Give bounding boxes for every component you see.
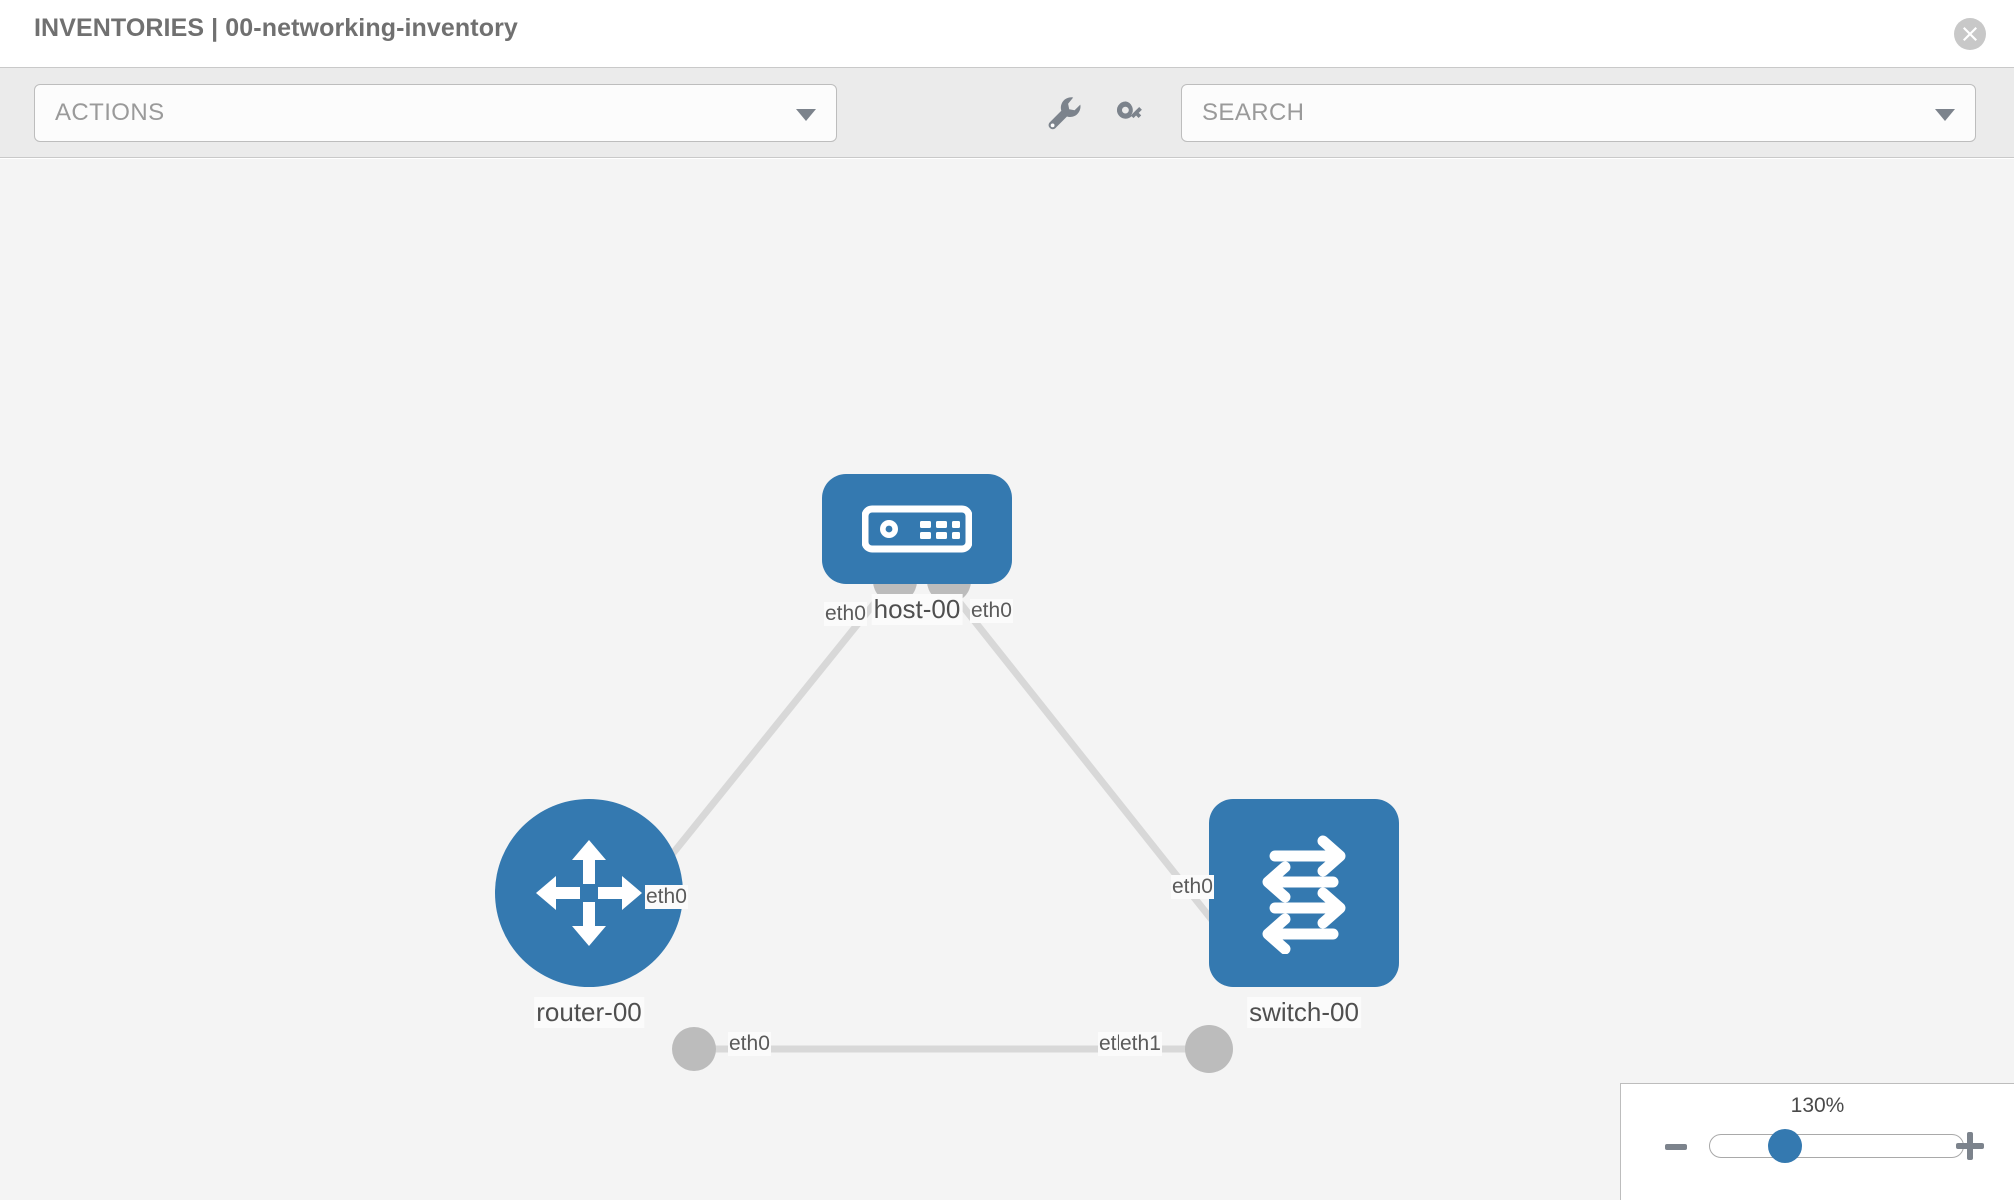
node-switch-00-shape[interactable] (1209, 799, 1399, 987)
node-router-00-label: router-00 (534, 997, 644, 1028)
search-input[interactable]: SEARCH (1181, 84, 1976, 142)
connector-switch-left (1185, 1025, 1233, 1073)
edge-label-switch-router-eth1: eth1 (1119, 1032, 1162, 1056)
minus-icon[interactable] (1665, 1144, 1687, 1150)
router-icon (536, 840, 642, 946)
topology-canvas[interactable]: host-00 router-00 (0, 159, 2014, 1200)
edge-label-router-switch: eth0 (728, 1032, 771, 1056)
server-icon (862, 505, 972, 553)
edge-label-host-router: eth0 (824, 602, 867, 626)
topology-edges (617, 581, 1238, 1053)
zoom-control-panel: 130% (1620, 1083, 2014, 1200)
node-host-00-label: host-00 (871, 594, 963, 625)
node-host-00-shape[interactable] (822, 474, 1012, 584)
zoom-slider-thumb[interactable] (1768, 1129, 1802, 1163)
chevron-down-icon (796, 109, 816, 121)
plus-icon[interactable] (1956, 1132, 1984, 1160)
close-icon[interactable] (1954, 18, 1986, 50)
edge-label-switch-host: eth0 (1171, 875, 1214, 899)
edge-label-host-switch: eth0 (970, 599, 1013, 623)
connector-router-right (672, 1027, 716, 1071)
zoom-slider[interactable] (1709, 1134, 1964, 1158)
search-placeholder: SEARCH (1202, 99, 1305, 126)
page-header: INVENTORIES | 00-networking-inventory (0, 0, 2014, 68)
wrench-icon[interactable] (1040, 90, 1086, 136)
actions-dropdown-label: ACTIONS (55, 99, 165, 126)
actions-dropdown[interactable]: ACTIONS (34, 84, 837, 142)
node-switch-00-label: switch-00 (1247, 997, 1361, 1028)
edge-label-router-host: eth0 (645, 885, 688, 909)
switch-icon (1262, 835, 1346, 954)
toolbar: ACTIONS SEARCH (0, 68, 2014, 158)
zoom-level-value: 130% (1790, 1094, 1845, 1117)
key-icon[interactable] (1108, 90, 1154, 136)
chevron-down-icon (1935, 109, 1955, 121)
page-title: INVENTORIES | 00-networking-inventory (34, 14, 518, 42)
